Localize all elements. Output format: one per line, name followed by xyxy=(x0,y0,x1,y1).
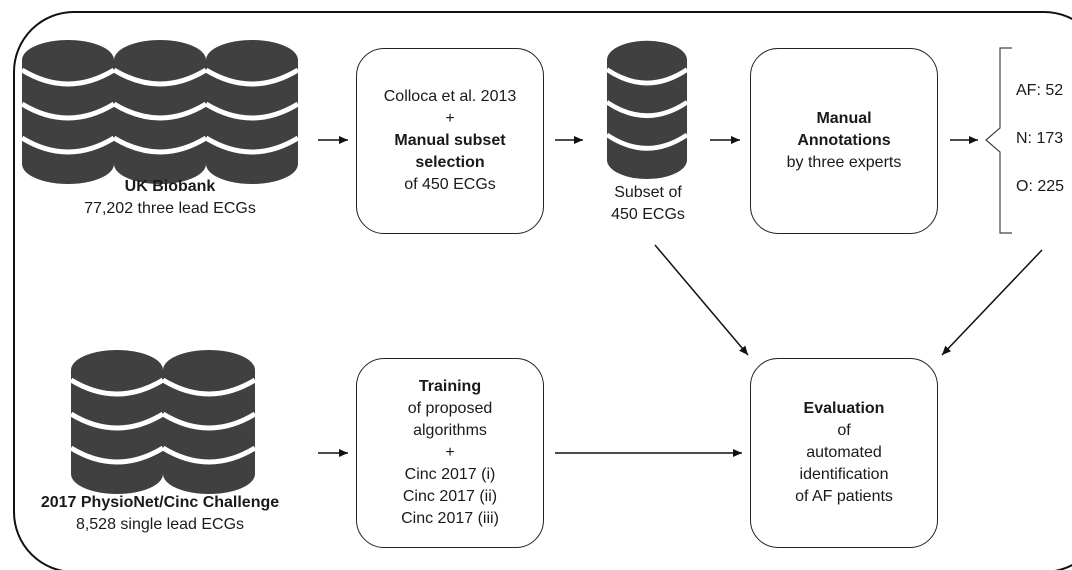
annotation-box: Manual Annotations by three experts xyxy=(750,48,938,234)
arrow-classes-to-evaluation xyxy=(941,249,1043,356)
evaluation-box: Evaluation of automated identification o… xyxy=(750,358,938,548)
selection-box-line4: selection xyxy=(415,154,485,171)
annotation-box-line3: by three experts xyxy=(786,154,902,171)
class-af: AF: 52 xyxy=(1016,82,1064,99)
classes-bracket xyxy=(985,47,1012,234)
evaluation-box-line3: automated xyxy=(806,444,882,461)
subset-line1: Subset of xyxy=(614,184,682,201)
training-box-line2: of proposed xyxy=(407,400,493,417)
subset-database-icon xyxy=(607,41,687,179)
subset-label: Subset of 450 ECGs xyxy=(590,182,706,226)
subset-line2: 450 ECGs xyxy=(611,206,685,223)
uk-biobank-label: UK Biobank 77,202 three lead ECGs xyxy=(50,176,290,220)
annotation-box-line1: Manual xyxy=(816,110,872,127)
outer-border xyxy=(13,11,1072,570)
training-box-line5: Cinc 2017 (i) xyxy=(404,466,496,483)
physionet-subtitle: 8,528 single lead ECGs xyxy=(75,516,245,533)
training-box-line4: + xyxy=(445,444,455,461)
uk-biobank-title: UK Biobank xyxy=(124,178,216,195)
selection-box-line5: of 450 ECGs xyxy=(404,176,496,193)
evaluation-box-line4: identification xyxy=(799,466,889,483)
training-box-line1: Training xyxy=(418,378,482,395)
evaluation-box-line5: of AF patients xyxy=(795,488,893,505)
arrow-subset-to-evaluation xyxy=(654,244,749,356)
class-n: N: 173 xyxy=(1016,130,1064,147)
uk-biobank-subtitle: 77,202 three lead ECGs xyxy=(84,200,256,217)
selection-box-line1: Colloca et al. 2013 xyxy=(383,88,517,105)
class-o: O: 225 xyxy=(1016,178,1065,195)
physionet-label: 2017 PhysioNet/Cinc Challenge 8,528 sing… xyxy=(20,492,300,536)
selection-box-line2: + xyxy=(445,110,455,127)
physionet-title: 2017 PhysioNet/Cinc Challenge xyxy=(40,494,280,511)
selection-box: Colloca et al. 2013 + Manual subset sele… xyxy=(356,48,544,234)
evaluation-box-line1: Evaluation xyxy=(803,400,885,417)
uk-biobank-database-icon xyxy=(22,40,298,184)
selection-box-line3: Manual subset xyxy=(394,132,506,149)
evaluation-box-line2: of xyxy=(837,422,851,439)
annotation-box-line2: Annotations xyxy=(797,132,891,149)
training-box-line3: algorithms xyxy=(413,422,487,439)
physionet-database-icon xyxy=(71,350,255,494)
training-box: Training of proposed algorithms + Cinc 2… xyxy=(356,358,544,548)
training-box-line6: Cinc 2017 (ii) xyxy=(402,488,498,505)
training-box-line7: Cinc 2017 (iii) xyxy=(401,510,499,527)
